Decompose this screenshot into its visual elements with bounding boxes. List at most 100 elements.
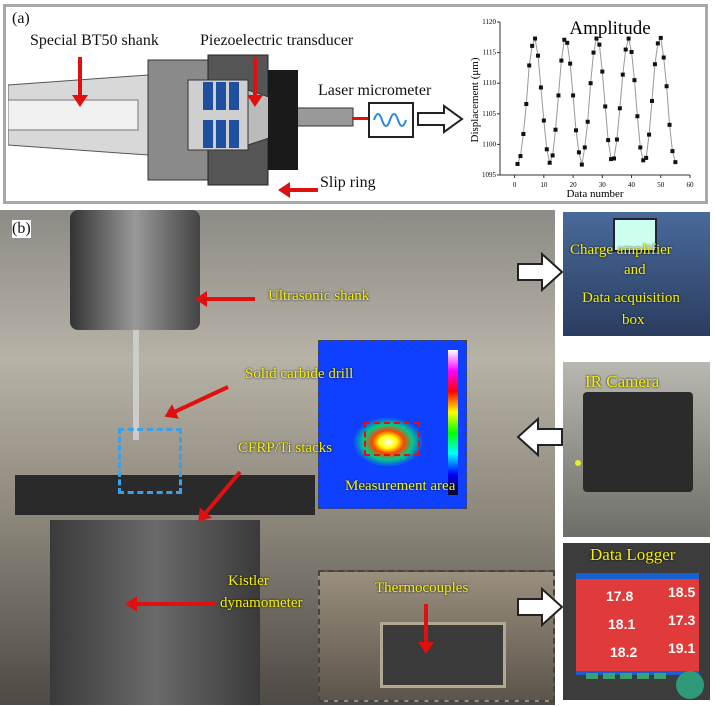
data-point	[623, 47, 628, 52]
shank-label: Special BT50 shank	[30, 32, 159, 49]
data-point	[638, 145, 643, 150]
x-tick-label: 40	[628, 181, 636, 189]
data-point	[576, 150, 581, 155]
y-tick-label: 1100	[482, 140, 496, 148]
x-tick-label: 60	[687, 181, 695, 189]
transducer-label: Piezoelectric transducer	[200, 32, 354, 49]
logger-dpad	[676, 671, 704, 699]
charge-amplifier-photo	[563, 212, 710, 336]
data-point	[585, 119, 590, 124]
hollow-arrow-icon	[516, 417, 563, 457]
logger-value: 18.5	[668, 584, 696, 600]
stacks-label: CFRP/Ti stacks	[238, 440, 333, 456]
measurement-dashed-box	[364, 422, 420, 456]
data-point	[609, 157, 614, 162]
data-point	[565, 40, 570, 45]
drill-label: Solid carbide drill	[245, 366, 354, 382]
charge-amp-label-2: and	[624, 262, 646, 278]
dynamometer-body	[50, 520, 260, 705]
logger-value: 17.3	[668, 612, 696, 628]
x-tick-label: 30	[599, 181, 607, 189]
data-point	[620, 72, 625, 77]
data-point	[556, 93, 561, 98]
laser-label: Laser micrometer	[318, 82, 432, 99]
data-point	[547, 160, 552, 165]
y-axis-label: Displacement (μm)	[470, 57, 481, 142]
x-tick-label: 50	[657, 181, 665, 189]
data-point	[632, 78, 637, 83]
dynamometer-label-1: Kistler	[228, 573, 269, 589]
data-point	[641, 158, 646, 163]
data-point	[603, 104, 608, 109]
data-logger-label: Data Logger	[590, 545, 676, 564]
data-point	[652, 62, 657, 67]
clamp-fixture	[380, 622, 506, 688]
data-point	[626, 36, 631, 41]
data-point	[544, 147, 549, 152]
data-point	[612, 156, 616, 161]
data-point	[524, 102, 529, 107]
data-point	[571, 93, 576, 98]
data-point	[579, 162, 584, 167]
data-point	[527, 63, 532, 68]
camera-led	[575, 460, 581, 466]
colorbar	[448, 350, 458, 495]
data-point	[521, 131, 526, 136]
ultrasonic-shank-arrow	[205, 297, 255, 301]
data-point	[629, 49, 634, 54]
amplifier-screen	[613, 218, 657, 252]
charge-amp-label-3: Data acquisition	[582, 290, 680, 306]
laser-beam	[352, 117, 368, 120]
logger-screen	[576, 573, 699, 675]
workpiece	[15, 475, 315, 515]
data-point	[588, 81, 593, 86]
shank-arrow	[78, 57, 82, 97]
stack-dashed-box	[118, 428, 182, 494]
data-point	[597, 42, 602, 47]
x-tick-label: 10	[540, 181, 548, 189]
hollow-arrow-icon	[417, 104, 464, 134]
logger-value: 18.2	[610, 644, 638, 660]
data-point	[515, 161, 520, 166]
data-point	[536, 53, 540, 58]
data-point	[650, 98, 654, 103]
data-point	[644, 155, 649, 160]
data-point	[670, 149, 675, 154]
data-point	[541, 118, 546, 123]
laser-sensor-box	[368, 102, 414, 138]
data-point	[562, 37, 567, 42]
data-point	[655, 41, 660, 46]
ultrasonic-shank-body	[70, 210, 200, 330]
ultrasonic-shank-label: Ultrasonic shank	[268, 288, 370, 304]
y-tick-label: 1110	[483, 79, 497, 87]
charge-amp-label-1: Charge amplifier	[570, 242, 672, 258]
data-point	[518, 154, 523, 159]
data-point	[606, 138, 611, 143]
slip-ring-arrow	[288, 188, 318, 192]
data-point	[553, 127, 558, 132]
data-point	[559, 58, 564, 63]
dynamometer-label-2: dynamometer	[220, 595, 303, 611]
panel-a-frame	[3, 4, 708, 204]
wave-icon	[373, 113, 407, 127]
data-point	[661, 55, 666, 60]
hollow-arrow-icon	[517, 252, 564, 292]
x-axis-label: Data number	[566, 188, 623, 200]
data-point	[568, 61, 573, 66]
thermocouples-label: Thermocouples	[375, 580, 469, 596]
data-logger-photo	[563, 543, 710, 700]
data-point	[617, 106, 622, 111]
data-point	[614, 137, 619, 142]
data-point	[574, 128, 578, 133]
dynamometer-arrow	[135, 602, 215, 606]
ir-camera-label: IR Camera	[585, 372, 660, 391]
data-point	[594, 36, 599, 41]
ir-camera-photo	[563, 362, 710, 537]
panel-b-label: (b)	[12, 220, 31, 238]
y-tick-label: 1105	[482, 110, 496, 118]
logger-buttons	[586, 673, 666, 679]
data-point	[550, 153, 555, 158]
panel-a-label: (a)	[12, 10, 30, 27]
data-point	[533, 36, 538, 41]
